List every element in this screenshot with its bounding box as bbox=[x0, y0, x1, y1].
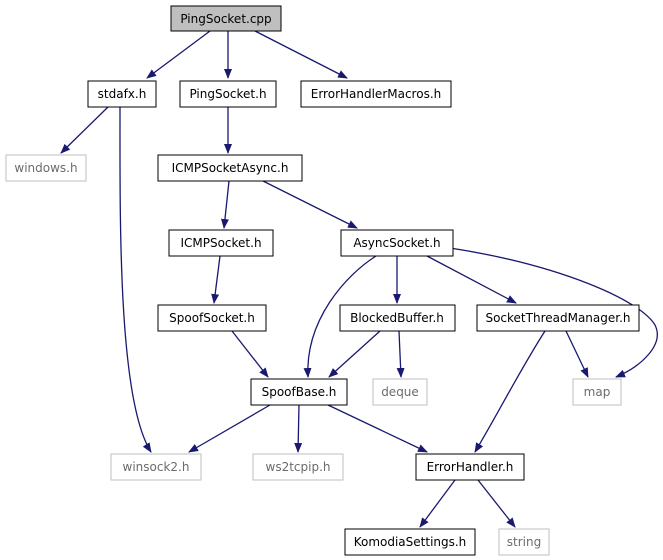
edge-icmpsocket-h-to-spoofsocket-h bbox=[211, 255, 221, 304]
svg-text:deque: deque bbox=[381, 385, 419, 399]
edge-socketthreadmanager-h-to-map bbox=[565, 330, 589, 378]
svg-text:ErrorHandlerMacros.h: ErrorHandlerMacros.h bbox=[311, 87, 442, 101]
svg-text:BlockedBuffer.h: BlockedBuffer.h bbox=[350, 311, 444, 325]
edge-asyncsocket-h-to-spoofbase-h bbox=[303, 255, 377, 378]
svg-text:winsock2.h: winsock2.h bbox=[123, 460, 190, 474]
node-map[interactable]: map bbox=[572, 378, 622, 406]
node-pingsocket-cpp[interactable]: PingSocket.cpp bbox=[170, 5, 282, 32]
node-icmpsocketasync-h[interactable]: ICMPSocketAsync.h bbox=[157, 154, 303, 182]
edge-stdafx-h-to-windows-h bbox=[60, 106, 109, 154]
node-deque[interactable]: deque bbox=[372, 378, 428, 406]
svg-text:ErrorHandler.h: ErrorHandler.h bbox=[427, 460, 514, 474]
svg-text:PingSocket.cpp: PingSocket.cpp bbox=[180, 12, 271, 26]
node-spoofsocket-h[interactable]: SpoofSocket.h bbox=[157, 304, 267, 332]
svg-text:SpoofBase.h: SpoofBase.h bbox=[262, 385, 337, 399]
svg-text:ICMPSocket.h: ICMPSocket.h bbox=[180, 236, 261, 250]
edge-errorhandler-h-to-string bbox=[477, 479, 516, 528]
edge-asyncsocket-h-to-map bbox=[449, 247, 658, 378]
node-pingsocket-h[interactable]: PingSocket.h bbox=[179, 80, 277, 108]
svg-text:AsyncSocket.h: AsyncSocket.h bbox=[353, 236, 440, 250]
node-komodiasettings-h[interactable]: KomodiaSettings.h bbox=[344, 528, 476, 556]
svg-text:string: string bbox=[507, 535, 541, 549]
node-ws2tcpip-h[interactable]: ws2tcpip.h bbox=[252, 453, 344, 481]
svg-text:windows.h: windows.h bbox=[14, 161, 77, 175]
edge-stdafx-h-to-winsock2-h bbox=[119, 106, 152, 453]
edge-blockedbuffer-h-to-deque bbox=[396, 330, 405, 378]
node-socketthreadmanager-h[interactable]: SocketThreadManager.h bbox=[476, 304, 640, 332]
node-errorhandlermacros-h[interactable]: ErrorHandlerMacros.h bbox=[300, 80, 452, 108]
svg-text:KomodiaSettings.h: KomodiaSettings.h bbox=[354, 535, 467, 549]
edge-errorhandler-h-to-komodiasettings-h bbox=[419, 479, 456, 528]
svg-text:PingSocket.h: PingSocket.h bbox=[189, 87, 266, 101]
svg-text:SocketThreadManager.h: SocketThreadManager.h bbox=[485, 311, 630, 325]
node-asyncsocket-h[interactable]: AsyncSocket.h bbox=[340, 229, 454, 257]
svg-text:ws2tcpip.h: ws2tcpip.h bbox=[266, 460, 331, 474]
node-errorhandler-h[interactable]: ErrorHandler.h bbox=[415, 453, 525, 481]
node-icmpsocket-h[interactable]: ICMPSocket.h bbox=[168, 229, 274, 257]
edge-pingsocket-cpp-to-stdafx-h bbox=[146, 30, 211, 79]
node-blockedbuffer-h[interactable]: BlockedBuffer.h bbox=[339, 304, 456, 332]
svg-text:ICMPSocketAsync.h: ICMPSocketAsync.h bbox=[172, 161, 289, 175]
edge-spoofsocket-h-to-spoofbase-h bbox=[231, 330, 269, 378]
svg-text:stdafx.h: stdafx.h bbox=[98, 87, 147, 101]
node-string[interactable]: string bbox=[498, 528, 550, 556]
edge-spoofbase-h-to-ws2tcpip-h bbox=[294, 404, 303, 453]
node-spoofbase-h[interactable]: SpoofBase.h bbox=[250, 378, 348, 406]
node-windows-h[interactable]: windows.h bbox=[5, 154, 87, 182]
edge-spoofbase-h-to-winsock2-h bbox=[188, 404, 271, 453]
edge-socketthreadmanager-h-to-errorhandler-h bbox=[474, 330, 546, 453]
edge-asyncsocket-h-to-socketthreadmanager-h bbox=[426, 255, 517, 304]
svg-text:SpoofSocket.h: SpoofSocket.h bbox=[169, 311, 255, 325]
svg-text:map: map bbox=[584, 385, 611, 399]
edge-icmpsocketasync-h-to-asyncsocket-h bbox=[262, 180, 358, 229]
edge-spoofbase-h-to-errorhandler-h bbox=[327, 404, 428, 453]
edge-pingsocket-cpp-to-errorhandlermacros-h bbox=[254, 30, 348, 79]
edge-blockedbuffer-h-to-spoofbase-h bbox=[328, 330, 381, 378]
edge-icmpsocketasync-h-to-icmpsocket-h bbox=[220, 180, 230, 229]
node-stdafx-h[interactable]: stdafx.h bbox=[87, 80, 157, 108]
node-winsock2-h[interactable]: winsock2.h bbox=[110, 453, 202, 481]
